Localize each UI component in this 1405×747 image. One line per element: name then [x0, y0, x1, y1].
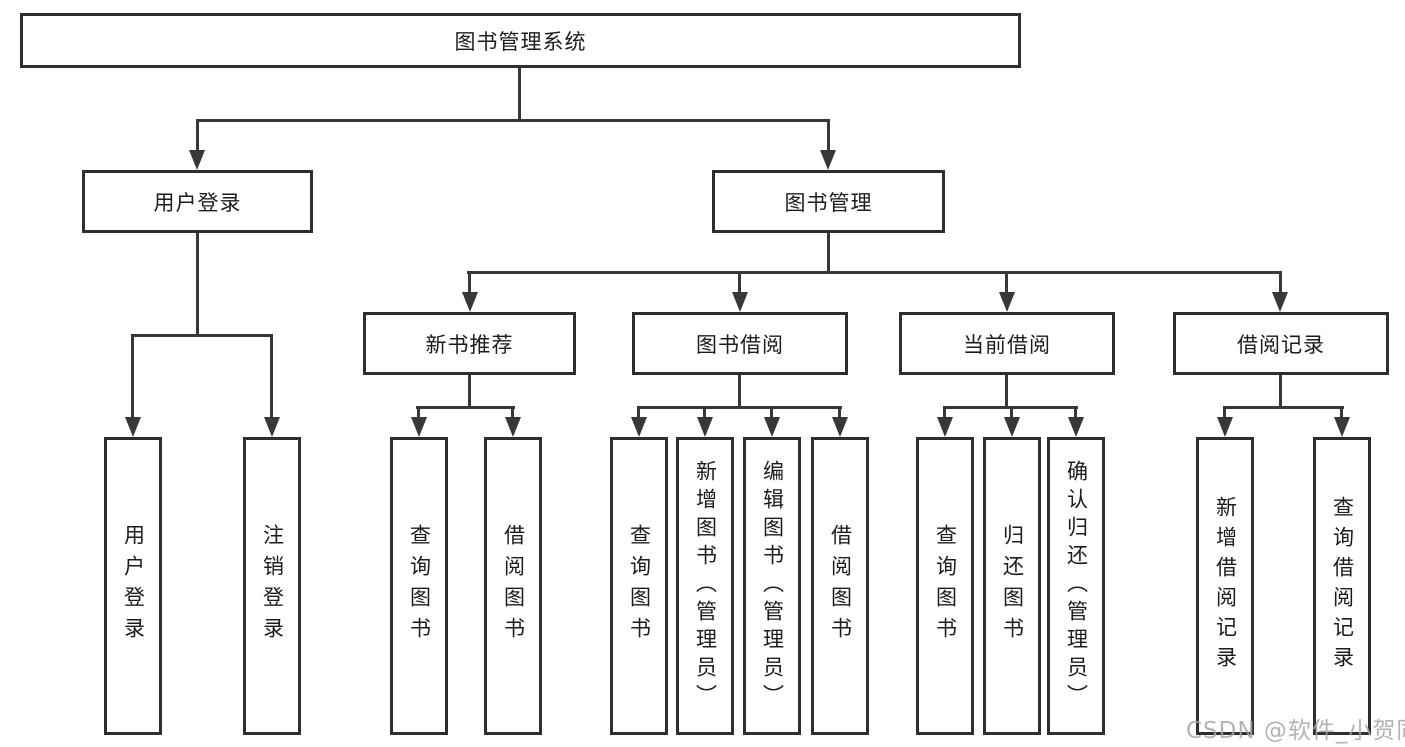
connector-new-book-rec-hbar [416, 406, 515, 409]
leaf-logout-label: 注销登录 [260, 524, 285, 648]
leaf-confirm-return-admin: 确认归还（管理员） [1047, 437, 1105, 735]
arrow-into-leaf [1217, 417, 1233, 437]
connector-book-borrow-stem [738, 375, 741, 408]
connector-drop [1010, 406, 1013, 419]
leaf-borrow-books-label: 借阅图书 [828, 524, 853, 648]
node-user-login: 用户登录 [82, 170, 313, 233]
arrow-into-leaf [764, 417, 780, 437]
connector-new-book-rec-stem [468, 375, 471, 408]
leaf-add-books-admin-label: 新增图书（管理员） [693, 460, 718, 712]
node-book-mgmt: 图书管理 [712, 170, 945, 233]
node-new-book-rec: 新书推荐 [363, 312, 576, 375]
connector-drop [511, 406, 514, 419]
connector-to-borrow-records [1279, 271, 1282, 294]
connector-drop [1074, 406, 1077, 419]
connector-to-leaf-logout [270, 334, 273, 419]
leaf-borrow-books-rec-label: 借阅图书 [501, 524, 526, 648]
arrow-into-leaf [411, 417, 427, 437]
leaf-user-login: 用户登录 [104, 437, 162, 735]
arrow-into-leaf [505, 417, 521, 437]
arrow-into-leaf-logout [264, 417, 280, 437]
node-new-book-rec-label: 新书推荐 [425, 332, 514, 357]
arrow-into-current-borrow [999, 292, 1015, 312]
leaf-borrow-books-rec: 借阅图书 [484, 437, 542, 735]
arrow-into-borrow-records [1272, 292, 1288, 312]
arrow-into-leaf [631, 417, 647, 437]
connector-borrow-records-hbar [1223, 406, 1344, 409]
node-borrow-records-label: 借阅记录 [1237, 332, 1325, 357]
connector-book-borrow-hbar [637, 406, 842, 409]
node-borrow-records: 借阅记录 [1173, 312, 1389, 375]
connector-book-mgmt-hbar [467, 271, 1282, 274]
arrow-into-leaf [1334, 417, 1350, 437]
connector-root-stem [518, 68, 521, 120]
node-book-borrow-label: 图书借阅 [696, 332, 784, 357]
connector-to-leaf-user-login [131, 334, 134, 419]
connector-to-new-book-rec [468, 271, 471, 294]
arrow-into-leaf [1068, 417, 1084, 437]
node-book-borrow: 图书借阅 [632, 312, 848, 375]
connector-drop [417, 406, 420, 419]
connector-root-hbar [196, 119, 830, 122]
connector-to-book-borrow [738, 271, 741, 294]
connector-drop [838, 406, 841, 419]
leaf-add-books-admin: 新增图书（管理员） [676, 437, 734, 735]
leaf-user-login-label: 用户登录 [121, 524, 146, 648]
connector-user-login-stem [196, 233, 199, 337]
arrow-into-user-login [189, 150, 205, 170]
connector-drop [703, 406, 706, 419]
node-library-system-label: 图书管理系统 [454, 29, 587, 54]
leaf-add-borrow-record-label: 新增借阅记录 [1213, 496, 1238, 676]
leaf-query-books-rec: 查询图书 [390, 437, 448, 735]
leaf-query-borrow-record-label: 查询借阅记录 [1330, 496, 1355, 676]
leaf-query-books-current: 查询图书 [916, 437, 974, 735]
connector-drop [1340, 406, 1343, 419]
connector-drop [637, 406, 640, 419]
leaf-query-books-borrow: 查询图书 [610, 437, 668, 735]
csdn-watermark: CSDN @软件_小贺同学 [1186, 718, 1405, 744]
node-user-login-label: 用户登录 [153, 190, 242, 215]
connector-root-to-user-login [196, 119, 199, 152]
arrow-into-leaf [1004, 417, 1020, 437]
leaf-query-books-current-label: 查询图书 [933, 524, 958, 648]
leaf-return-books: 归还图书 [983, 437, 1041, 735]
node-library-system: 图书管理系统 [20, 13, 1021, 68]
connector-root-to-book-mgmt [827, 119, 830, 152]
connector-book-mgmt-stem [827, 233, 830, 274]
arrow-into-leaf [697, 417, 713, 437]
node-current-borrow-label: 当前借阅 [963, 332, 1051, 357]
connector-drop [770, 406, 773, 419]
node-book-mgmt-label: 图书管理 [784, 190, 873, 215]
connector-to-current-borrow [1005, 271, 1008, 294]
leaf-add-borrow-record: 新增借阅记录 [1196, 437, 1254, 735]
leaf-logout: 注销登录 [243, 437, 301, 735]
arrow-into-book-borrow [732, 292, 748, 312]
arrow-into-leaf [937, 417, 953, 437]
arrow-into-leaf [832, 417, 848, 437]
leaf-query-books-borrow-label: 查询图书 [627, 524, 652, 648]
leaf-edit-books-admin: 编辑图书（管理员） [743, 437, 801, 735]
connector-borrow-records-stem [1279, 375, 1282, 408]
connector-user-login-hbar [131, 334, 273, 337]
leaf-query-books-rec-label: 查询图书 [407, 524, 432, 648]
connector-drop [943, 406, 946, 419]
connector-current-borrow-stem [1005, 375, 1008, 408]
arrow-into-book-mgmt [820, 150, 836, 170]
connector-drop [1223, 406, 1226, 419]
leaf-query-borrow-record: 查询借阅记录 [1313, 437, 1371, 735]
leaf-edit-books-admin-label: 编辑图书（管理员） [760, 460, 785, 712]
leaf-return-books-label: 归还图书 [1000, 524, 1025, 648]
leaf-borrow-books: 借阅图书 [811, 437, 869, 735]
node-current-borrow: 当前借阅 [899, 312, 1115, 375]
arrow-into-new-book-rec [462, 292, 478, 312]
arrow-into-leaf-user-login [125, 417, 141, 437]
leaf-confirm-return-admin-label: 确认归还（管理员） [1064, 460, 1089, 712]
